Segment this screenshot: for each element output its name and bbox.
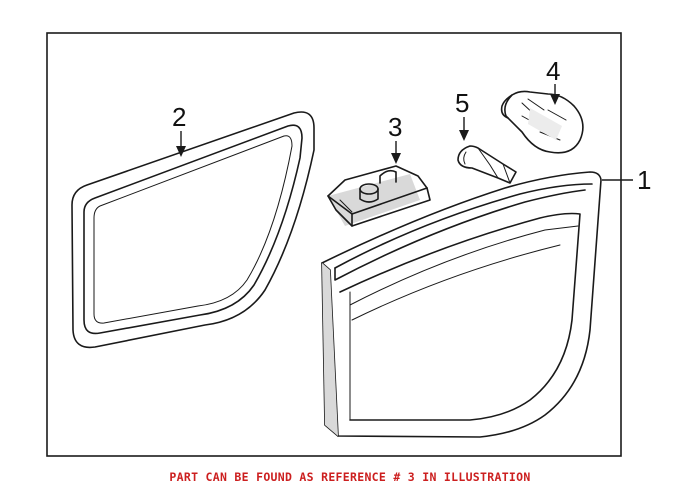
callout-3-label: 3 xyxy=(388,112,402,142)
callout-5: 5 xyxy=(455,88,469,141)
diagram-frame xyxy=(46,32,622,457)
callout-5-label: 5 xyxy=(455,88,469,118)
callout-2: 2 xyxy=(172,102,186,157)
callout-3: 3 xyxy=(388,112,402,164)
part-2-seal xyxy=(71,111,315,349)
callout-4-label: 4 xyxy=(546,56,560,86)
callout-4: 4 xyxy=(546,56,560,105)
part-4-bulb xyxy=(500,90,584,154)
callout-1: 1 xyxy=(602,165,651,195)
callout-2-label: 2 xyxy=(172,102,186,132)
part-5-wedge-bulb xyxy=(457,145,517,184)
part-1-lamp-housing xyxy=(321,171,602,438)
footer-note: PART CAN BE FOUND AS REFERENCE # 3 IN IL… xyxy=(169,470,531,484)
callout-1-label: 1 xyxy=(637,165,651,195)
part-3-socket xyxy=(327,165,431,227)
